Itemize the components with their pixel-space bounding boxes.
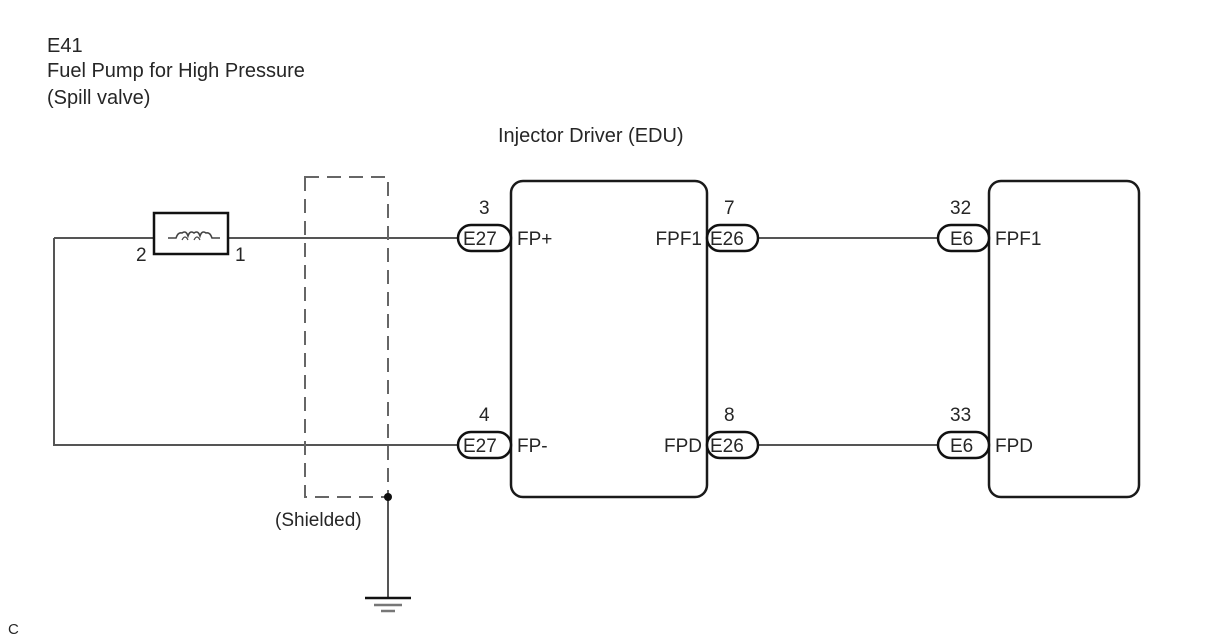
wires [53, 237, 937, 598]
connector-code: E26 [710, 436, 744, 457]
pin-number: 4 [479, 405, 490, 426]
edu-connector-pin-4[interactable]: 4 E27 FP- [456, 405, 548, 460]
footer-mark: C [8, 621, 19, 638]
ground-icon [365, 596, 411, 613]
edu-connector-pin-8[interactable]: 8 E26 FPD [664, 405, 760, 460]
connector-code: E27 [463, 229, 497, 250]
connector-code: E6 [950, 229, 973, 250]
component-name: Fuel Pump for High Pressure [47, 60, 305, 82]
pin-number: 33 [950, 405, 971, 426]
signal-name: FPD [995, 436, 1033, 457]
component-code: E41 [47, 35, 83, 57]
edu-title: Injector Driver (EDU) [498, 125, 684, 147]
pin-number: 32 [950, 198, 971, 219]
wire-fp-minus [53, 238, 457, 446]
coil-pin-left: 2 [136, 245, 147, 266]
pin-number: 7 [724, 198, 735, 219]
ecm-box[interactable] [987, 179, 1141, 499]
edu-connector-pin-3[interactable]: 3 E27 FP+ [456, 198, 552, 253]
fuel-pump-coil[interactable] [152, 211, 230, 256]
pin-number: 3 [479, 198, 490, 219]
component-subname: (Spill valve) [47, 87, 150, 109]
connector-code: E27 [463, 436, 497, 457]
coil-pin-right: 1 [235, 245, 246, 266]
coil-icon [168, 231, 220, 239]
ecm-connector-pin-33[interactable]: 33 E6 FPD [936, 405, 1033, 460]
connector-code: E6 [950, 436, 973, 457]
shield-ground-junction [384, 493, 392, 501]
edu-connector-pin-7[interactable]: 7 E26 FPF1 [656, 198, 760, 253]
signal-name: FP+ [517, 229, 552, 250]
edu-box[interactable] [509, 179, 709, 499]
ecm-connector-pin-32[interactable]: 32 E6 FPF1 [936, 198, 1041, 253]
signal-name: FPF1 [995, 229, 1041, 250]
shield-label: (Shielded) [275, 510, 362, 531]
shield-outline [304, 176, 389, 498]
pin-number: 8 [724, 405, 735, 426]
connector-code: E26 [710, 229, 744, 250]
signal-name: FP- [517, 436, 548, 457]
signal-name: FPF1 [656, 229, 702, 250]
signal-name: FPD [664, 436, 702, 457]
